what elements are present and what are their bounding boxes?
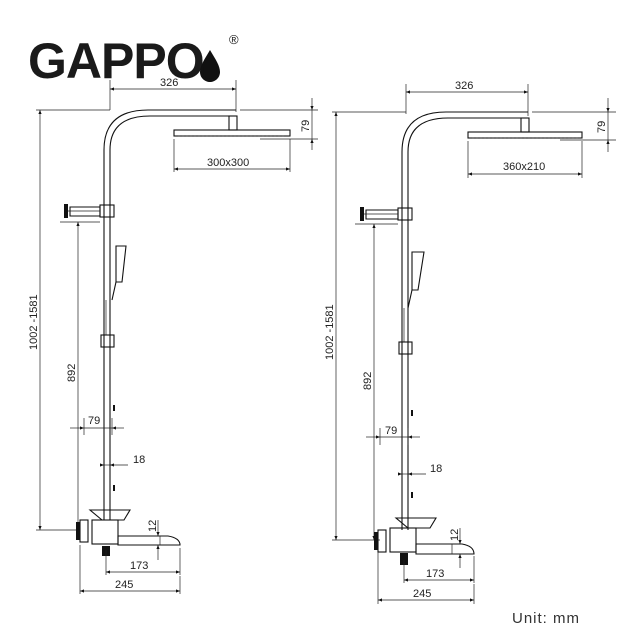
right-overall-length-label: 245 [413,588,431,600]
right-arm-reach-label: 326 [455,80,473,92]
right-head-size-label: 360x210 [503,161,545,173]
left-bar-diameter-label: 18 [133,454,145,466]
unit-label: Unit: mm [512,610,580,627]
left-mixer-depth-label: 79 [88,415,100,427]
left-height-range-label: 1002 -1581 [28,294,40,350]
left-spout-height-label: 12 [147,520,159,532]
left-shower-drawing: 326 79 1002 -1581 892 300x300 [28,77,318,594]
left-overall-length-label: 245 [115,579,133,591]
brand-name: GAPPO [28,33,204,89]
left-bar-height-label: 892 [66,364,78,382]
left-arm-reach-label: 326 [160,77,178,89]
left-head-size-label: 300x300 [207,157,249,169]
right-spout-height-label: 12 [449,529,461,541]
left-spout-length-label: 173 [130,560,148,572]
right-head-height-label: 79 [596,121,608,133]
left-head-height-label: 79 [300,120,312,132]
right-spout-length-label: 173 [426,568,444,580]
registered-mark: ® [229,32,239,47]
right-shower-drawing: 326 79 1002 -1581 892 360x210 [324,80,616,604]
right-bar-diameter-label: 18 [430,463,442,475]
brand-logo: GAPPO ® [28,32,239,89]
right-bar-height-label: 892 [362,372,374,390]
right-height-range-label: 1002 -1581 [324,304,336,360]
right-mixer-depth-label: 79 [385,425,397,437]
